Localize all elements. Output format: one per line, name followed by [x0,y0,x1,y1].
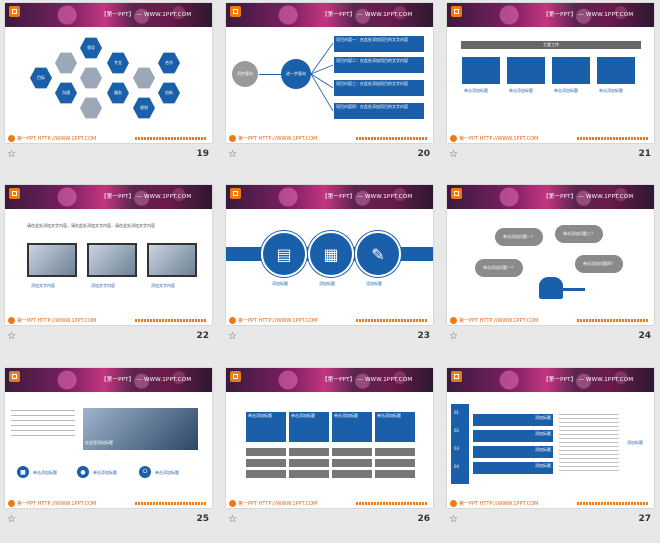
slide-22: 【第一PPT】 — WWW.1PPT.COM 请在此处添加文字内容，请在此处添加… [5,185,212,325]
star-icon[interactable]: ☆ [449,514,458,525]
hex-photo [55,52,77,74]
hex-6: 服务 [107,82,129,104]
left-circle: 初步意向 [232,61,258,87]
slide-19: 【第一PPT】 — WWW.1PPT.COM 领导 专业 合作 目标 沟通 服务… [5,3,212,143]
slide-number: 26 [417,514,430,524]
star-icon[interactable]: ☆ [228,514,237,525]
document-icon: ▦ [308,231,354,277]
star-icon[interactable]: ☆ [228,149,237,160]
star-icon[interactable]: ☆ [7,149,16,160]
hex-photo [80,97,102,119]
lock-icon: ■ [17,466,29,478]
laptop-photo [147,243,197,277]
team-photo [83,408,198,450]
ppt-logo-icon [9,188,20,199]
hex-4: 目标 [30,67,52,89]
hex-photo [80,67,102,89]
slide-27: 【第一PPT】 — WWW.1PPT.COM 01 02 03 04 添加标题 … [447,368,654,508]
hex-2: 专业 [107,52,129,74]
slide-23: 【第一PPT】 — WWW.1PPT.COM ▤ ▦ ✎ 添加标题 添加标题 添… [226,185,433,325]
slide-number: 22 [196,331,209,341]
work-icon-2 [507,57,545,84]
ppt-logo-icon [451,6,462,17]
slide-21: 【第一PPT】 — WWW.1PPT.COM 主要工作 单击添加标题 单击添加标… [447,3,654,143]
slide-number: 27 [638,514,651,524]
hex-5: 沟通 [55,82,77,104]
star-icon[interactable]: ☆ [449,331,458,342]
slide-thumb-21[interactable]: 【第一PPT】 — WWW.1PPT.COM 主要工作 单击添加标题 单击添加标… [447,3,654,171]
slide-thumb-24[interactable]: 【第一PPT】 — WWW.1PPT.COM 单击添加问题一？ 单击添加问题三？… [447,185,654,353]
ppt-logo-icon [230,371,241,382]
ppt-logo-icon [230,188,241,199]
hex-7: 创新 [158,82,180,104]
slide-thumb-27[interactable]: 【第一PPT】 — WWW.1PPT.COM 01 02 03 04 添加标题 … [447,368,654,536]
mid-circle: 进一步意向 [281,59,311,89]
work-icon-1 [462,57,500,84]
hex-1: 领导 [80,37,102,59]
slide-thumb-26[interactable]: 【第一PPT】 — WWW.1PPT.COM 单击添加标题 单击添加标题 单击添… [226,368,433,536]
work-icon-3 [552,57,590,84]
slide-thumb-19[interactable]: 【第一PPT】 — WWW.1PPT.COM 领导 专业 合作 目标 沟通 服务… [5,3,212,171]
ppt-logo-icon [230,6,241,17]
slide-thumb-22[interactable]: 【第一PPT】 — WWW.1PPT.COM 请在此处添加文字内容，请在此处添加… [5,185,212,353]
star-icon[interactable]: ☆ [449,149,458,160]
slide-thumb-20[interactable]: 【第一PPT】 — WWW.1PPT.COM 初步意向 进一步意向 项目内容一：… [226,3,433,171]
hex-photo [133,67,155,89]
star-icon[interactable]: ☆ [7,514,16,525]
star-icon[interactable]: ☆ [7,331,16,342]
slide-number: 21 [638,149,651,159]
star-icon[interactable]: ☆ [228,331,237,342]
hex-3: 合作 [158,52,180,74]
laptop-photo [27,243,77,277]
slide-number: 25 [196,514,209,524]
slide-number: 19 [196,149,209,159]
slide-20: 【第一PPT】 — WWW.1PPT.COM 初步意向 进一步意向 项目内容一：… [226,3,433,143]
slide-thumb-23[interactable]: 【第一PPT】 — WWW.1PPT.COM ▤ ▦ ✎ 添加标题 添加标题 添… [226,185,433,353]
person-at-desk-icon [539,277,563,299]
ppt-logo-icon [451,188,462,199]
laptop-photo [87,243,137,277]
pencil-icon: ✎ [355,231,401,277]
slide-thumb-25[interactable]: 【第一PPT】 — WWW.1PPT.COM 在这里添加标题 ■ 单击添加标题 … [5,368,212,536]
slide-26: 【第一PPT】 — WWW.1PPT.COM 单击添加标题 单击添加标题 单击添… [226,368,433,508]
slide-24: 【第一PPT】 — WWW.1PPT.COM 单击添加问题一？ 单击添加问题三？… [447,185,654,325]
power-icon: ⏻ [139,466,151,478]
people-icon: ● [77,466,89,478]
ppt-logo-icon [9,6,20,17]
ppt-logo-icon [9,371,20,382]
slide-number: 20 [417,149,430,159]
work-icon-4 [597,57,635,84]
slide-number: 23 [417,331,430,341]
slide-number: 24 [638,331,651,341]
slide-25: 【第一PPT】 — WWW.1PPT.COM 在这里添加标题 ■ 单击添加标题 … [5,368,212,508]
database-icon: ▤ [261,231,307,277]
hex-8: 规划 [133,97,155,119]
ppt-logo-icon [451,371,462,382]
